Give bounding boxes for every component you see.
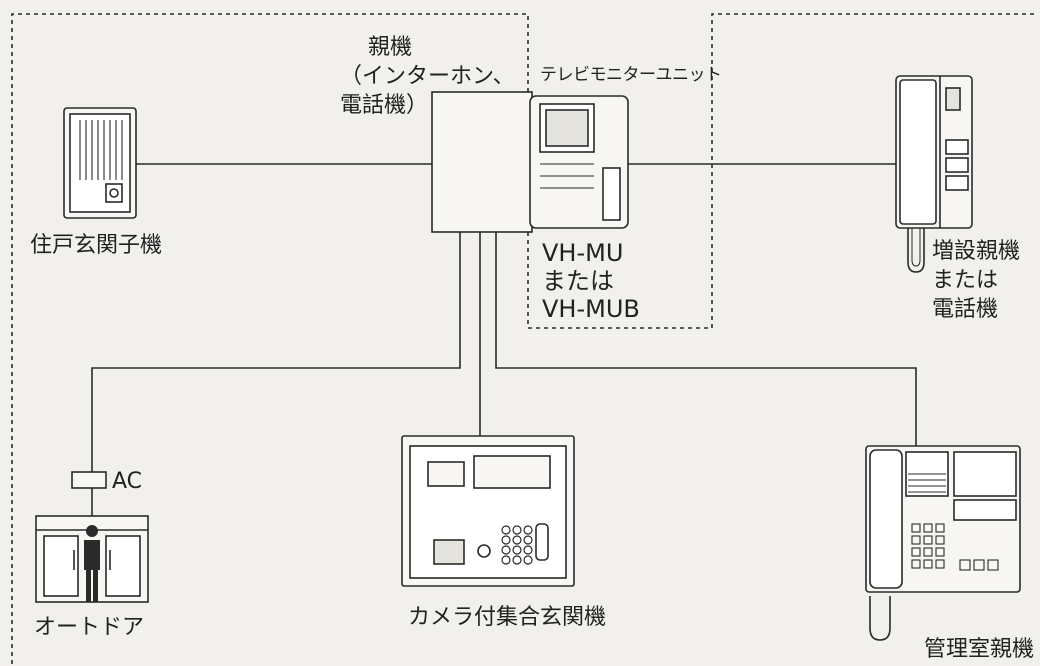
management-unit-label: 管理室親機 bbox=[924, 637, 1035, 662]
extension-label-2: または bbox=[932, 268, 999, 293]
auto-door-label: オートドア bbox=[34, 615, 145, 640]
ac-component-icon bbox=[71, 471, 107, 489]
model-label-1: VH-MU bbox=[542, 239, 624, 267]
main-unit-label: 親機 bbox=[368, 35, 413, 60]
entrance-slave-label: 住戸玄関子機 bbox=[30, 233, 163, 258]
ac-label: AC bbox=[112, 469, 143, 494]
camera-entrance-label: カメラ付集合玄関機 bbox=[408, 605, 607, 630]
person-icon bbox=[84, 525, 100, 602]
model-or-label: または bbox=[542, 267, 614, 295]
extension-label-3: 電話機 bbox=[932, 297, 999, 322]
extension-label-1: 増設親機 bbox=[932, 239, 1021, 264]
camera-entrance-panel-icon bbox=[401, 435, 575, 587]
management-office-unit-icon bbox=[865, 445, 1021, 641]
wire-management bbox=[495, 232, 917, 448]
main-unit-icon bbox=[431, 91, 533, 233]
entrance-slave-icon bbox=[63, 107, 137, 219]
wire-auto-door bbox=[91, 232, 461, 472]
extension-unit-icon bbox=[895, 75, 973, 273]
model-label-2: VH-MUB bbox=[542, 295, 640, 323]
tv-monitor-unit-label: テレビモニターユニット bbox=[540, 65, 722, 85]
main-unit-sublabel: （インターホン、 bbox=[340, 64, 515, 89]
dwelling-boundary bbox=[11, 13, 529, 664]
main-unit-sublabel-2: 電話機） bbox=[340, 93, 429, 118]
tv-unit-boundary bbox=[527, 13, 1036, 329]
